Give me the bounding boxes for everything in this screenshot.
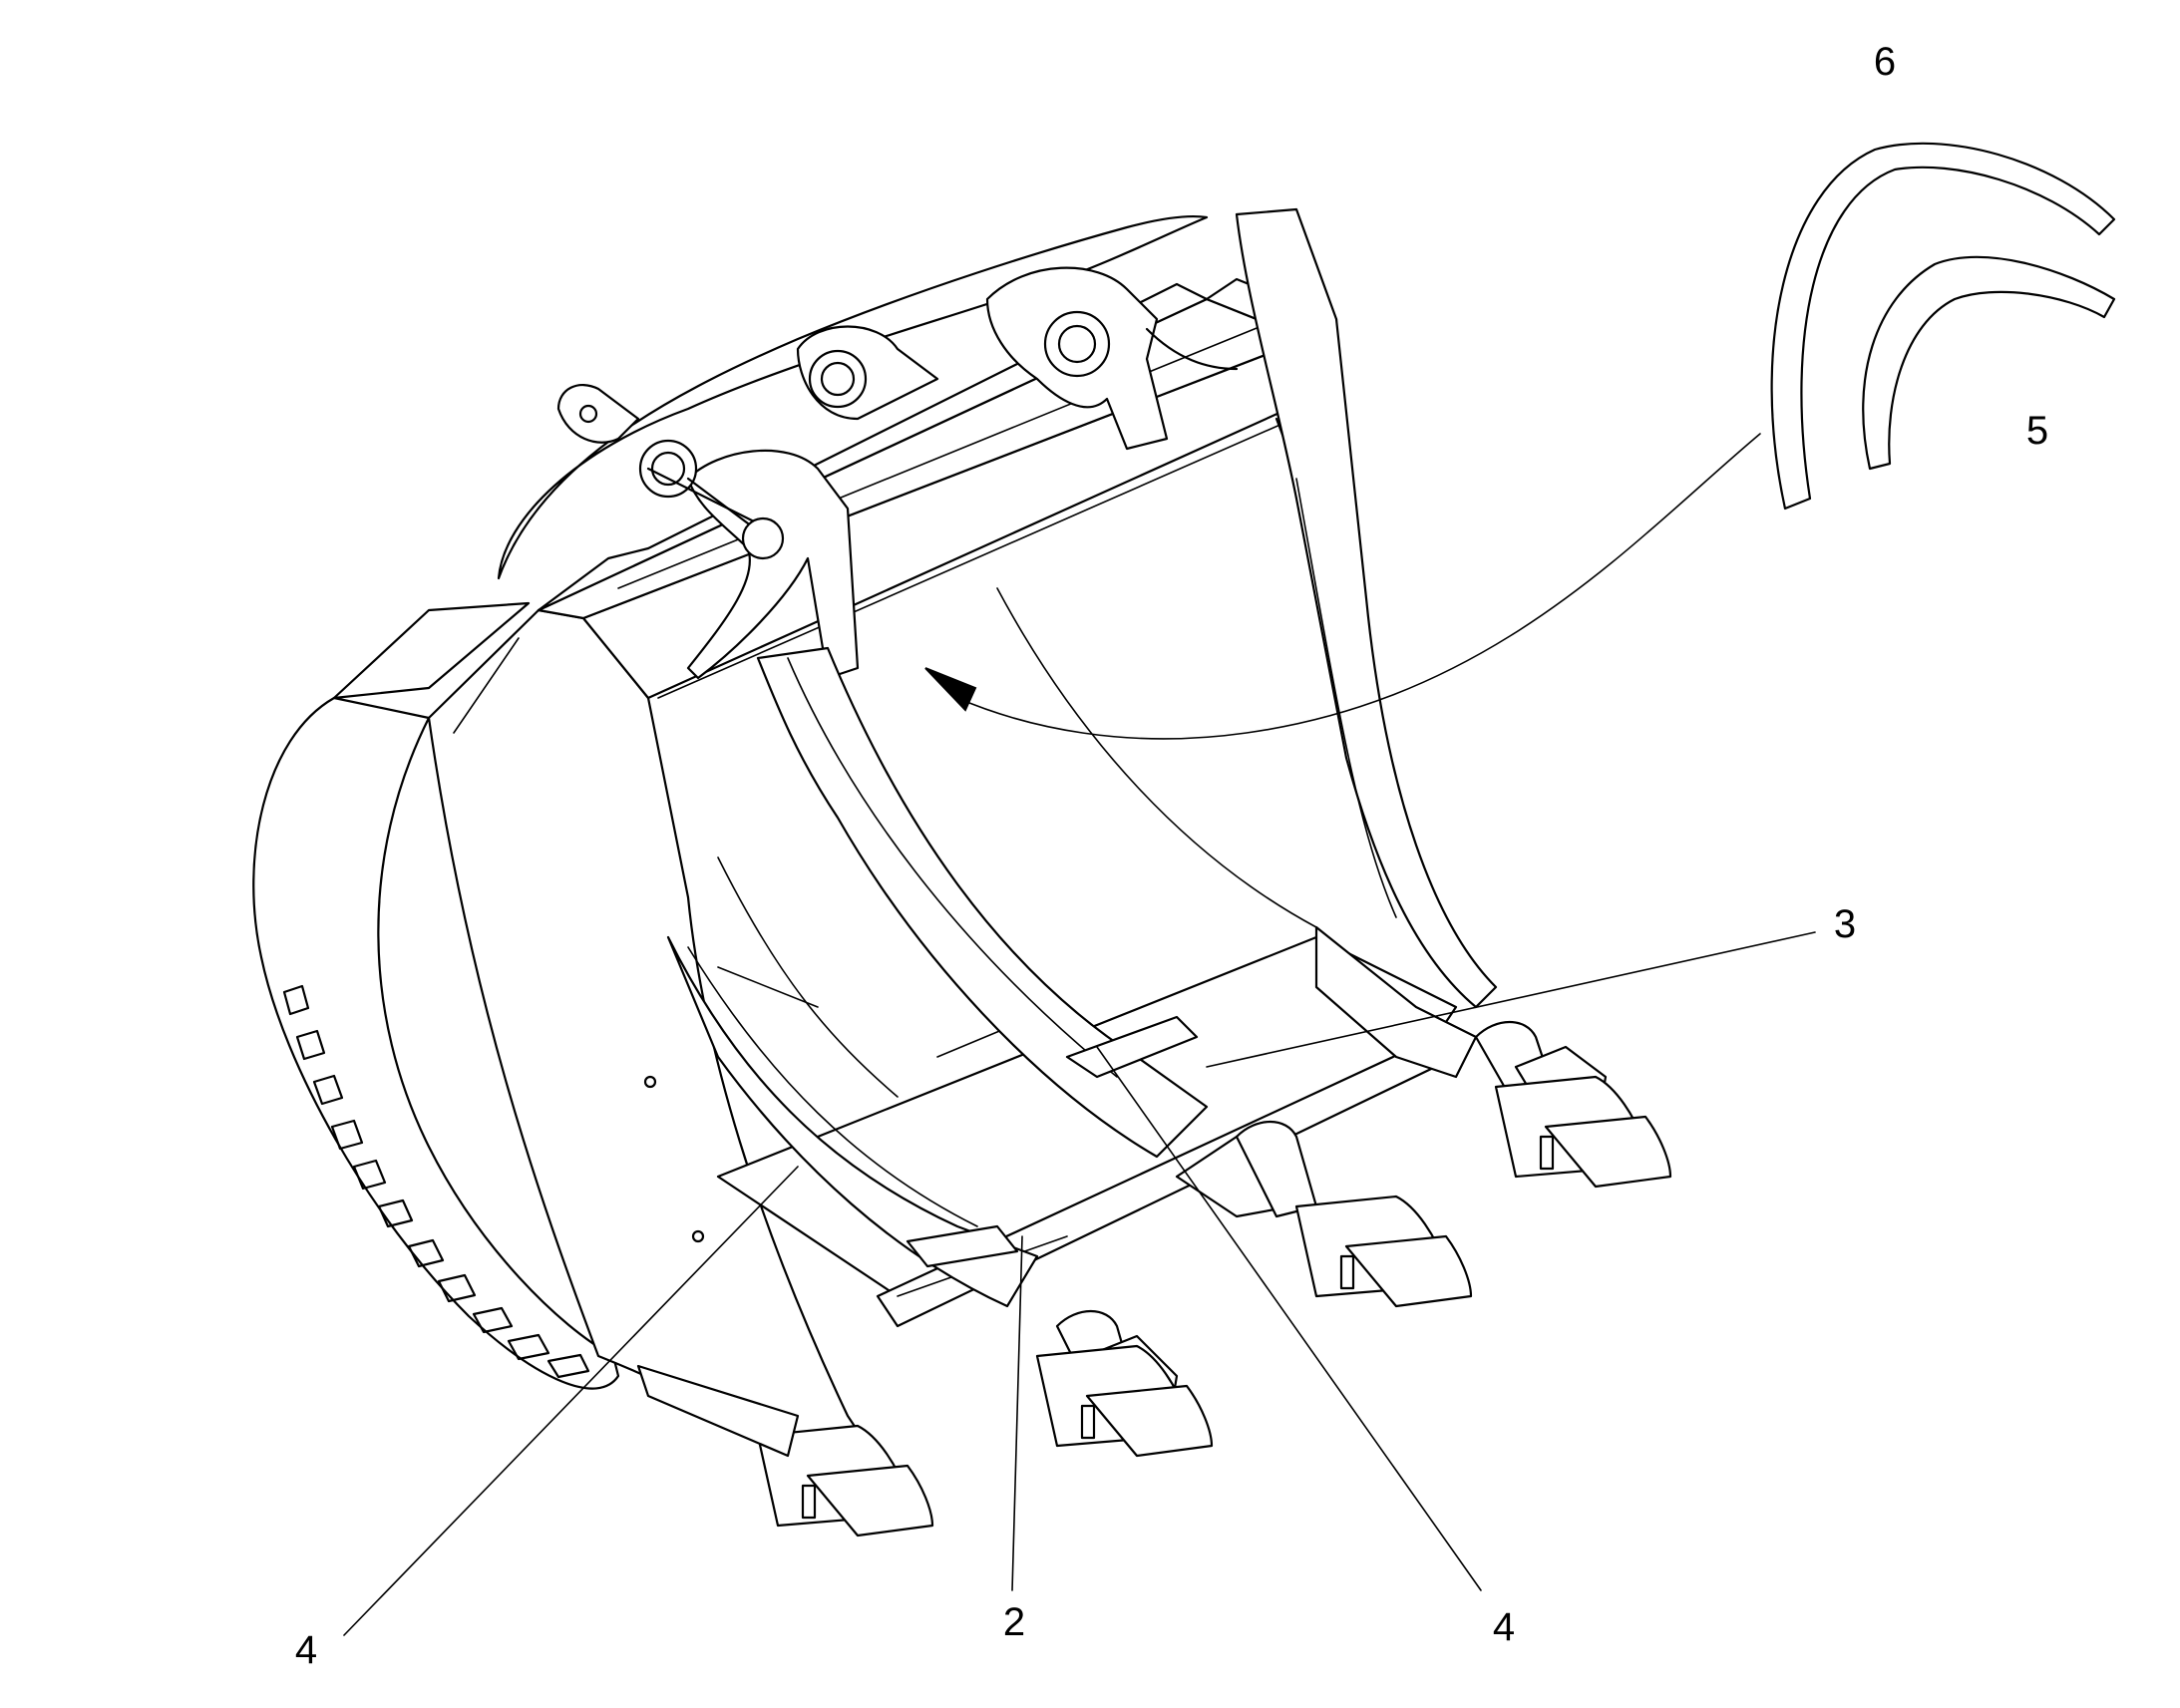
bucket-right-side-plate: [1235, 207, 1498, 1009]
callout-4-right: 4: [1493, 1605, 1515, 1649]
leader-lines: [343, 931, 1816, 1636]
tooth-2: [1035, 1344, 1214, 1458]
side-cutter: [636, 1364, 800, 1458]
bucket-teeth: [756, 1075, 1672, 1537]
wear-pad-5: [1862, 255, 2116, 471]
hitch-lugs: [556, 266, 1239, 680]
callout-6: 6: [1874, 40, 1896, 84]
ripper-shank-center: [756, 646, 1318, 1218]
callout-2: 2: [1003, 1600, 1025, 1644]
callout-4-left: 4: [295, 1628, 317, 1672]
callout-5: 5: [2026, 409, 2048, 453]
tooth-4: [1494, 1075, 1672, 1189]
callout-3: 3: [1834, 902, 1856, 946]
assembly-arrow: [924, 433, 1761, 740]
tooth-1: [756, 1424, 934, 1537]
tooth-3: [1294, 1195, 1473, 1308]
wear-pad-6: [1770, 142, 2116, 511]
bucket-rear-shell: [497, 215, 1209, 580]
bucket-left-shell: [252, 601, 620, 1390]
wear-strips: [282, 984, 590, 1379]
callouts: 6 5 3 2 4 4: [295, 40, 2048, 1672]
